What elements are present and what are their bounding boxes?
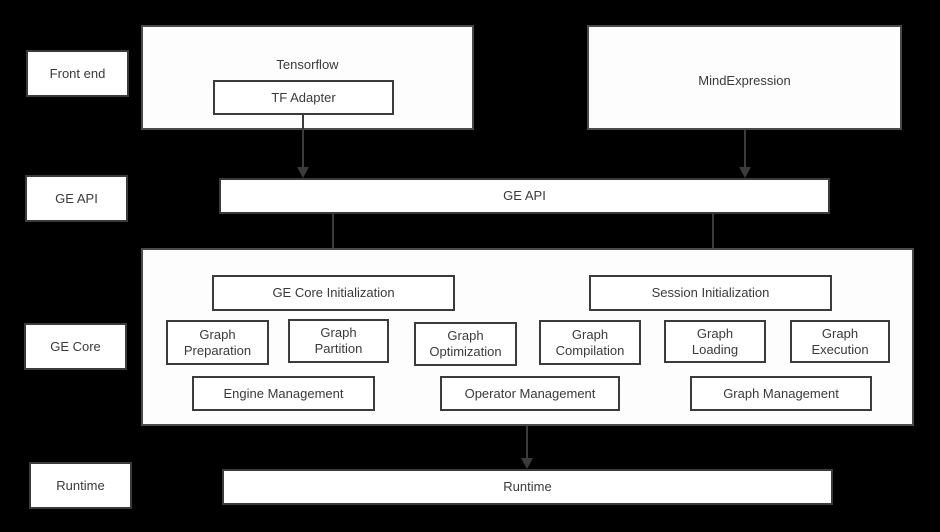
layer-label-ge-api-text: GE API: [55, 190, 98, 206]
layer-label-front-end-text: Front end: [49, 65, 106, 81]
graph-partition-box[interactable]: Graph Partition: [288, 319, 389, 363]
graph-preparation-label: Graph Preparation: [183, 326, 252, 358]
graph-preparation-box[interactable]: Graph Preparation: [166, 320, 269, 365]
session-initialization-box[interactable]: Session Initialization: [589, 275, 832, 311]
layer-label-ge-core-text: GE Core: [50, 338, 101, 354]
graph-management-label: Graph Management: [723, 385, 839, 401]
graph-compilation-label: Graph Compilation: [555, 326, 625, 358]
tf-adapter-box[interactable]: TF Adapter: [213, 80, 394, 115]
mindexpression-container[interactable]: MindExpression: [587, 25, 902, 130]
layer-label-runtime-text: Runtime: [56, 477, 105, 493]
operator-management-label: Operator Management: [464, 385, 596, 401]
ge-api-bar[interactable]: GE API: [219, 178, 830, 214]
tensorflow-title: Tensorflow: [276, 57, 339, 72]
engine-management-box[interactable]: Engine Management: [192, 376, 375, 411]
graph-optimization-label: Graph Optimization: [429, 328, 502, 359]
graph-loading-label: Graph Loading: [691, 325, 739, 357]
operator-management-box[interactable]: Operator Management: [440, 376, 620, 411]
layer-label-runtime: Runtime: [29, 462, 132, 509]
ge-api-bar-label: GE API: [503, 188, 546, 204]
graph-management-box[interactable]: Graph Management: [690, 376, 872, 411]
graph-partition-label: Graph Partition: [314, 325, 363, 356]
mindexpression-title: MindExpression: [698, 73, 791, 88]
runtime-bar-label: Runtime: [503, 479, 552, 495]
graph-compilation-box[interactable]: Graph Compilation: [539, 320, 641, 365]
engine-management-label: Engine Management: [223, 385, 344, 401]
tf-adapter-label: TF Adapter: [271, 89, 336, 105]
ge-core-initialization-label: GE Core Initialization: [272, 285, 395, 301]
graph-loading-box[interactable]: Graph Loading: [664, 320, 766, 363]
layer-label-front-end: Front end: [26, 50, 129, 97]
layer-label-ge-core: GE Core: [24, 323, 127, 370]
graph-execution-label: Graph Execution: [811, 325, 869, 357]
ge-core-initialization-box[interactable]: GE Core Initialization: [212, 275, 455, 311]
graph-optimization-box[interactable]: Graph Optimization: [414, 322, 517, 366]
layer-label-ge-api: GE API: [25, 175, 128, 222]
session-initialization-label: Session Initialization: [651, 285, 770, 301]
runtime-bar[interactable]: Runtime: [222, 469, 833, 505]
graph-execution-box[interactable]: Graph Execution: [790, 320, 890, 363]
